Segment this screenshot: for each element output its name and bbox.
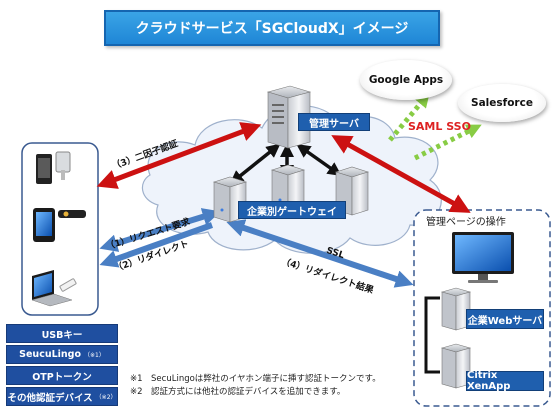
saml-sso-label: SAML SSO bbox=[408, 120, 471, 133]
server-connector bbox=[424, 296, 440, 374]
arrow-to-google bbox=[388, 92, 430, 142]
arrow-two-factor bbox=[96, 122, 262, 189]
enterprise-web-server-label: 企業Webサーバ bbox=[466, 309, 544, 329]
footnote-1: ※1 SecuLingoは弊社のイヤホン端子に挿す認証トークンです。 bbox=[130, 374, 381, 384]
smartphone-icon bbox=[36, 151, 71, 184]
device-other: その他認証デバイス（※2） bbox=[6, 387, 118, 406]
salesforce-badge: Salesforce bbox=[458, 84, 546, 122]
xenapp-server-icon bbox=[440, 343, 472, 389]
mgmt-page-label: 管理ページの操作 bbox=[426, 217, 506, 228]
xenapp-label: Citrix XenApp bbox=[466, 370, 544, 392]
footnote-2: ※2 認証方式には他社の認証デバイスを追加できます。 bbox=[130, 387, 346, 397]
laptop-icon bbox=[31, 270, 77, 307]
monitor-icon bbox=[452, 232, 514, 283]
arrow-server-gw1 bbox=[229, 143, 281, 185]
arrow-request bbox=[99, 208, 221, 252]
gateway-label: 企業別ゲートウェイ bbox=[238, 201, 346, 219]
enterprise-web-server-icon bbox=[440, 287, 472, 331]
arrow-server-gw3 bbox=[296, 143, 342, 177]
gateway-server-icon-3 bbox=[334, 166, 370, 216]
arrow-ssl bbox=[226, 219, 414, 288]
arrow-mgmt bbox=[331, 135, 471, 213]
usb-token-icon bbox=[33, 208, 86, 242]
management-server-label: 管理サーバ bbox=[298, 113, 370, 131]
arrow-redirect bbox=[99, 222, 214, 268]
device-usb-key: USBキー bbox=[6, 324, 118, 343]
device-panel bbox=[21, 142, 99, 316]
device-otp-token: OTPトークン bbox=[6, 366, 118, 385]
google-apps-badge: Google Apps bbox=[360, 60, 452, 100]
page-title: クラウドサービス「SGCloudX」イメージ bbox=[104, 10, 440, 46]
device-seculingo: SeucuLingo（※1） bbox=[6, 345, 118, 364]
